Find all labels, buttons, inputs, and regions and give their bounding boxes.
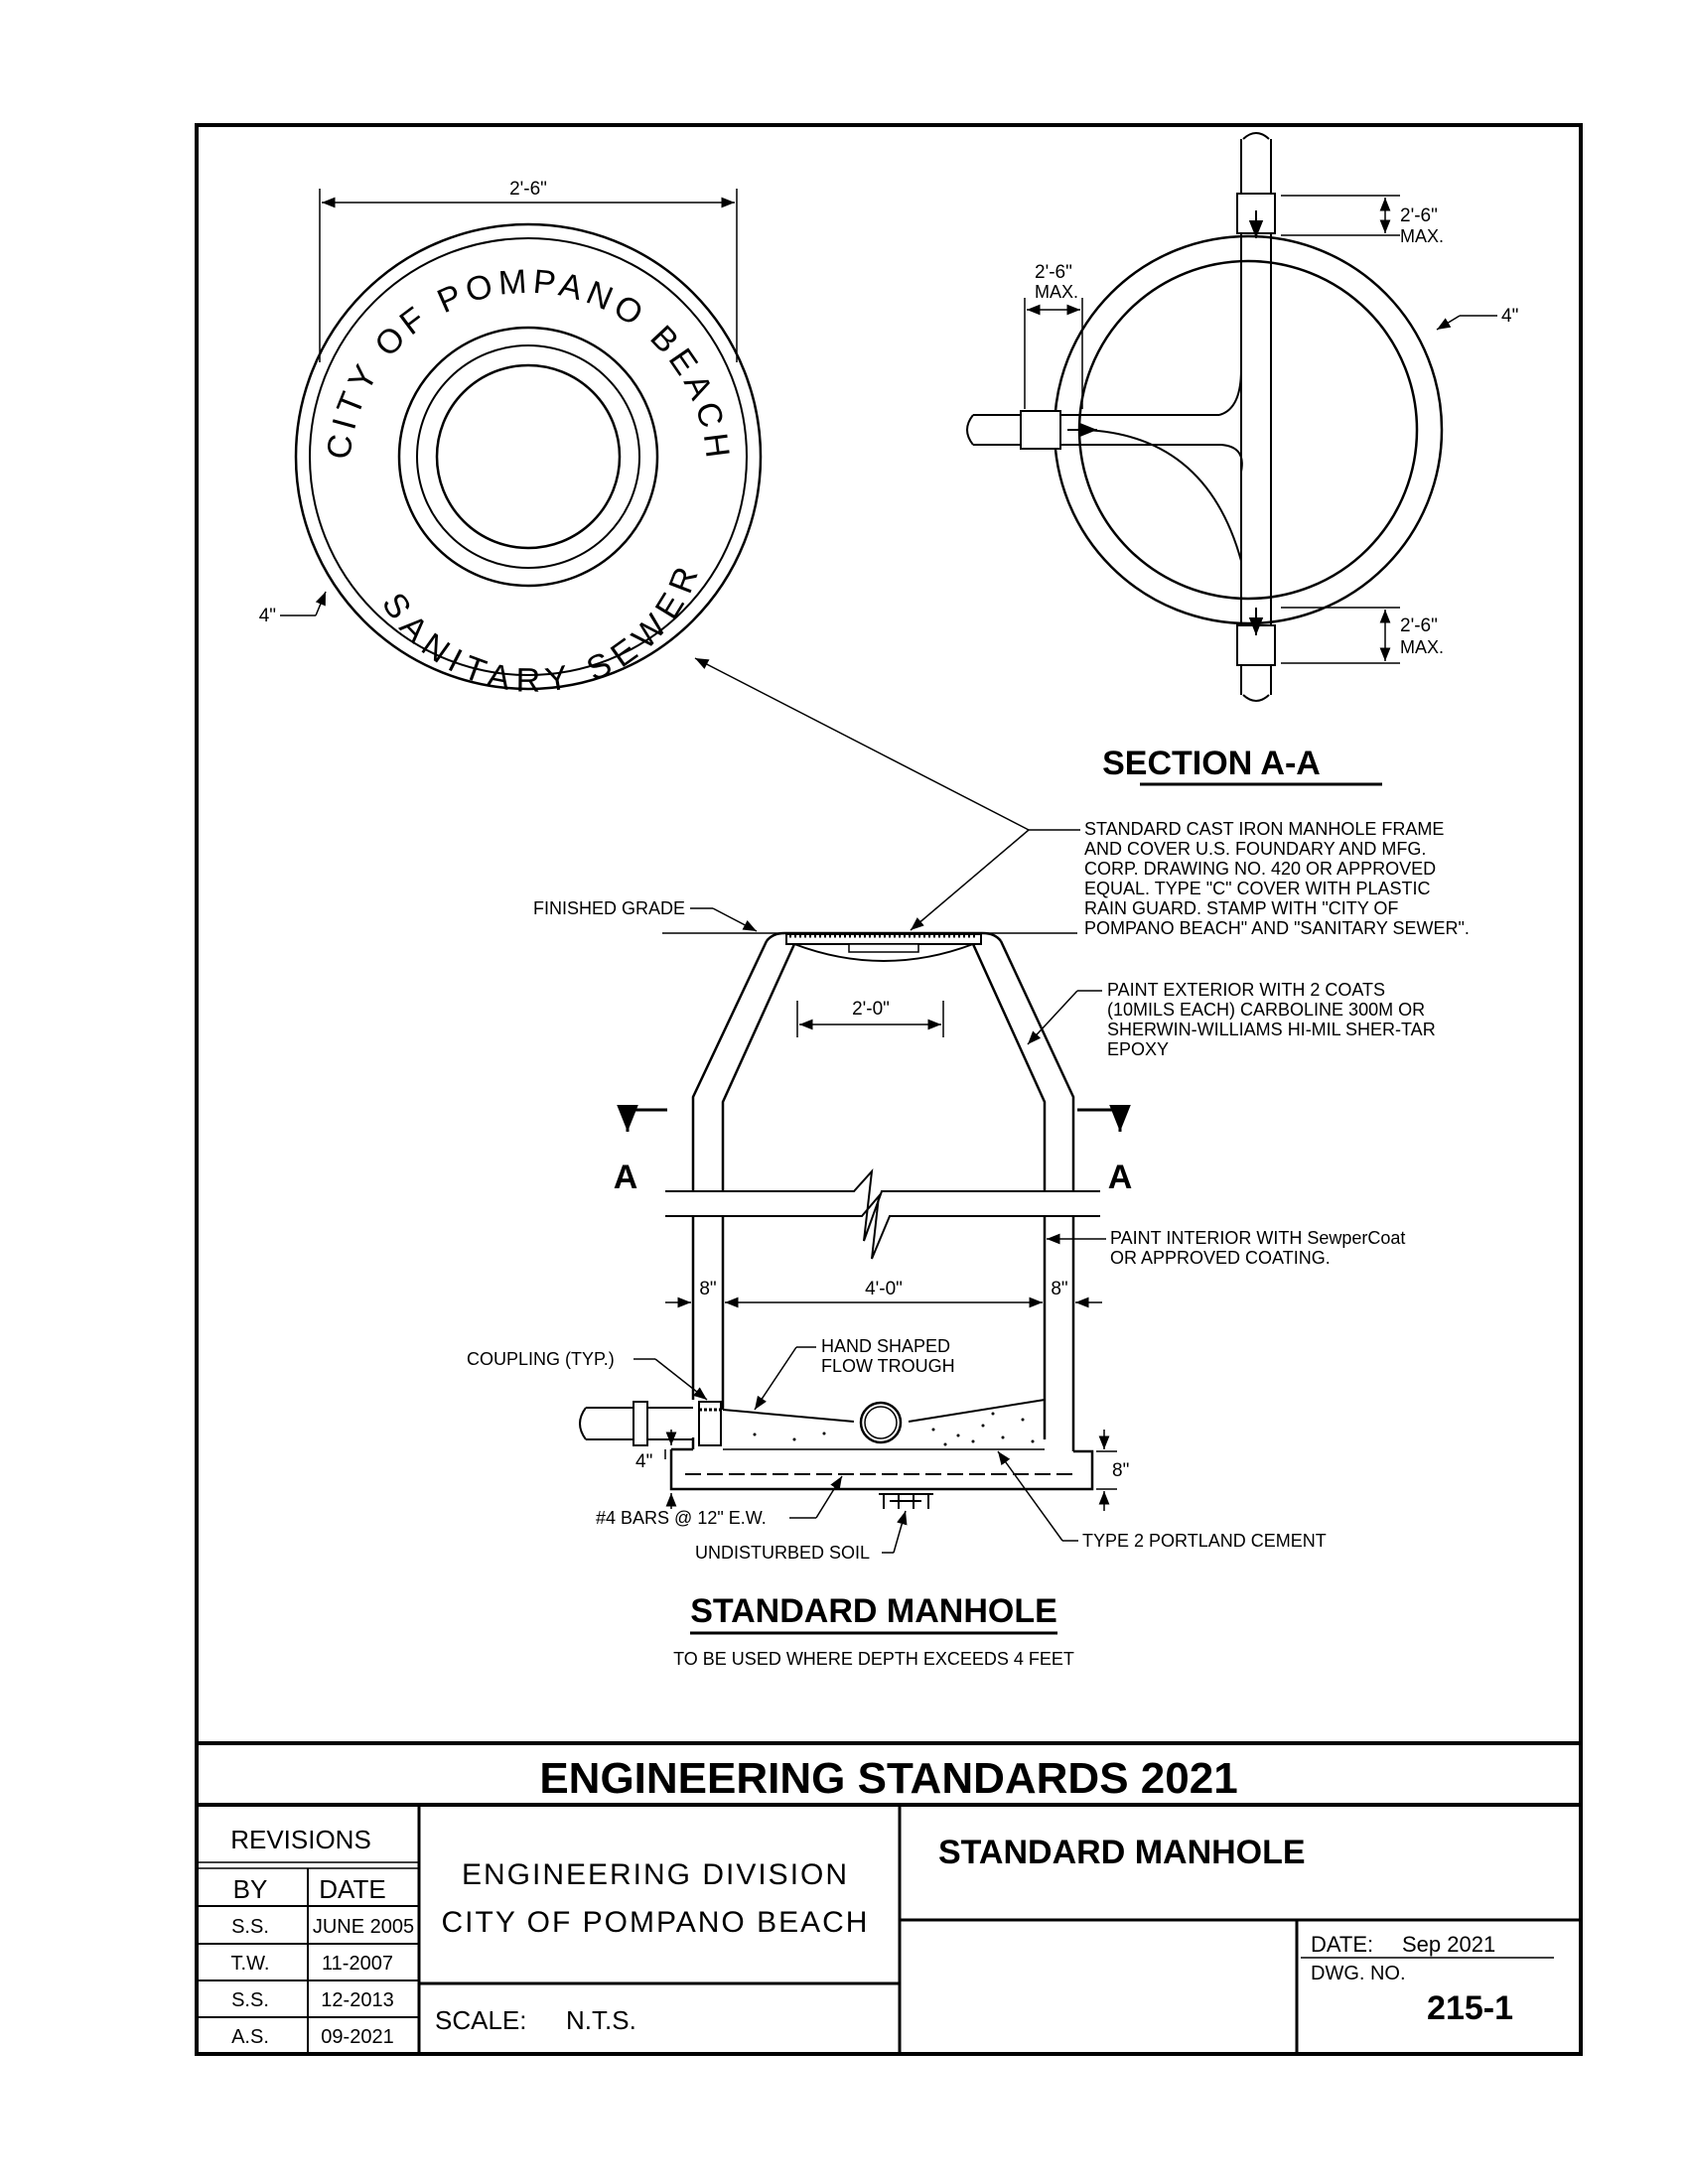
scale-value: N.T.S. [566,2005,636,2035]
svg-text:PAINT INTERIOR WITH SewperCoat: PAINT INTERIOR WITH SewperCoat [1110,1228,1405,1248]
svg-text:RAIN GUARD. STAMP WITH "CITY O: RAIN GUARD. STAMP WITH "CITY OF [1084,898,1398,918]
svg-text:S.S.: S.S. [231,1989,269,2011]
soil-note: UNDISTURBED SOIL [695,1510,908,1563]
svg-text:POMPANO BEACH" AND "SANITARY S: POMPANO BEACH" AND "SANITARY SEWER". [1084,918,1470,938]
city-name: CITY OF POMPANO BEACH [442,1906,870,1939]
svg-text:JUNE 2005: JUNE 2005 [313,1916,414,1938]
svg-text:12-2013: 12-2013 [321,1989,393,2011]
top-dim-label: 2'-6" [1400,205,1438,226]
top-dim-max: MAX. [1400,226,1444,246]
revisions-label: REVISIONS [230,1825,371,1854]
cover-stamp-upper: CITY OF POMPANO BEACH [320,262,737,465]
svg-text:S.S.: S.S. [231,1916,269,1938]
banner-title: ENGINEERING STANDARDS 2021 [539,1754,1237,1803]
cover-stamp-lower: SANITARY SEWER [374,555,709,700]
plan-rim-dimension: 4" [259,591,327,626]
manhole-subtitle: TO BE USED WHERE DEPTH EXCEEDS 4 FEET [673,1649,1074,1669]
dwg-number: 215-1 [1427,1989,1513,2027]
col-by: BY [233,1874,268,1904]
svg-text:TYPE 2 PORTLAND CEMENT: TYPE 2 PORTLAND CEMENT [1082,1531,1327,1551]
section-aa-wall-dimension: 4" [1436,306,1518,331]
base-dimension-left: 4" [635,1430,677,1509]
section-aa-view [966,132,1444,702]
bars-note: #4 BARS @ 12" E.W. [596,1475,843,1528]
section-aa-inlet-dimension: 2'-6" MAX. [1024,262,1083,409]
svg-text:HAND SHAPED: HAND SHAPED [821,1336,950,1356]
col-date: DATE [319,1874,385,1904]
svg-text:SHERWIN-WILLIAMS HI-MIL SHER-T: SHERWIN-WILLIAMS HI-MIL SHER-TAR [1107,1020,1436,1039]
wall-right-dim: 8" [1051,1279,1067,1299]
finished-grade-label: FINISHED GRADE [533,898,685,918]
svg-text:A: A [1108,1159,1133,1196]
scale-label: SCALE: [435,2005,527,2035]
svg-text:COUPLING (TYP.): COUPLING (TYP.) [467,1349,615,1369]
bottom-dim-label: 2'-6" [1400,615,1438,636]
inlet-dim-label: 2'-6" [1035,262,1072,283]
svg-text:EQUAL. TYPE "C" COVER WITH PLA: EQUAL. TYPE "C" COVER WITH PLASTIC [1084,879,1431,898]
svg-text:#4 BARS @ 12" E.W.: #4 BARS @ 12" E.W. [596,1508,767,1528]
wall-left-dim: 8" [699,1279,716,1299]
exterior-note: PAINT EXTERIOR WITH 2 COATS (10MILS EACH… [1027,980,1436,1059]
manhole-cover-plan: CITY OF POMPANO BEACH SANITARY SEWER [294,222,763,700]
opening-dimension: 2'-0" [796,999,944,1037]
drawing-title: STANDARD MANHOLE [938,1834,1306,1871]
revision-row: S.S. JUNE 2005 [231,1916,414,1938]
division-name: ENGINEERING DIVISION [462,1858,849,1891]
revision-row: S.S. 12-2013 [231,1989,394,2011]
svg-text:T.W.: T.W. [231,1953,270,1975]
svg-text:STANDARD CAST IRON MANHOLE FRA: STANDARD CAST IRON MANHOLE FRAME [1084,819,1444,839]
svg-text:UNDISTURBED SOIL: UNDISTURBED SOIL [695,1543,870,1563]
svg-text:A.S.: A.S. [231,2026,269,2048]
base-dim-left-label: 4" [635,1451,652,1472]
inner-dim: 4'-0" [865,1279,903,1299]
svg-text:(10MILS EACH) CARBOLINE 300M O: (10MILS EACH) CARBOLINE 300M OR [1107,1000,1425,1020]
svg-text:CORP. DRAWING NO. 420 OR APPRO: CORP. DRAWING NO. 420 OR APPROVED [1084,859,1436,879]
section-aa-top-dimension: 2'-6" MAX. [1281,195,1444,246]
revision-row: T.W. 11-2007 [231,1953,393,1975]
plan-rim-label: 4" [259,606,276,626]
svg-text:11-2007: 11-2007 [322,1953,393,1975]
svg-text:OR APPROVED COATING.: OR APPROVED COATING. [1110,1248,1331,1268]
svg-text:A: A [614,1159,638,1196]
svg-text:PAINT EXTERIOR WITH 2 COATS: PAINT EXTERIOR WITH 2 COATS [1107,980,1385,1000]
trough-note: HAND SHAPED FLOW TROUGH [754,1336,955,1411]
date-value: Sep 2021 [1402,1932,1495,1957]
title-block: ENGINEERING STANDARDS 2021 REVISIONS BY … [197,1741,1581,2054]
frame-note: STANDARD CAST IRON MANHOLE FRAME AND COV… [694,657,1470,938]
opening-dim-label: 2'-0" [852,999,890,1020]
svg-text:09-2021: 09-2021 [321,2026,393,2048]
svg-text:AND COVER U.S. FOUNDARY AND MF: AND COVER U.S. FOUNDARY AND MFG. [1084,839,1426,859]
base-dimension-right: 8" [1096,1430,1129,1511]
section-aa-bottom-dimension: 2'-6" MAX. [1281,607,1444,664]
manhole-structure [579,931,1100,1509]
wall-dimensions: 8" 4'-0" 8" [665,1279,1102,1308]
revision-row: A.S. 09-2021 [231,2026,394,2048]
plan-width-dimension: 2'-6" [319,179,738,362]
sheet-border [195,123,1583,2056]
svg-text:EPOXY: EPOXY [1107,1039,1169,1059]
base-dim-right-label: 8" [1112,1460,1129,1481]
interior-note: PAINT INTERIOR WITH SewperCoat OR APPROV… [1047,1228,1405,1268]
section-marker-left: A [614,1105,667,1196]
dwg-label: DWG. NO. [1311,1963,1406,1984]
wall-dim-label: 4" [1501,306,1518,327]
cement-note: TYPE 2 PORTLAND CEMENT [997,1450,1327,1551]
date-label: DATE: [1311,1932,1373,1957]
section-marker-right: A [1077,1105,1133,1196]
section-aa-title: SECTION A-A [1102,745,1321,782]
inlet-dim-max: MAX. [1035,282,1078,302]
manhole-title: STANDARD MANHOLE [690,1592,1057,1630]
bottom-dim-max: MAX. [1400,637,1444,657]
svg-text:FLOW TROUGH: FLOW TROUGH [821,1356,955,1376]
coupling-note: COUPLING (TYP.) [467,1349,708,1401]
plan-width-label: 2'-6" [509,179,547,200]
